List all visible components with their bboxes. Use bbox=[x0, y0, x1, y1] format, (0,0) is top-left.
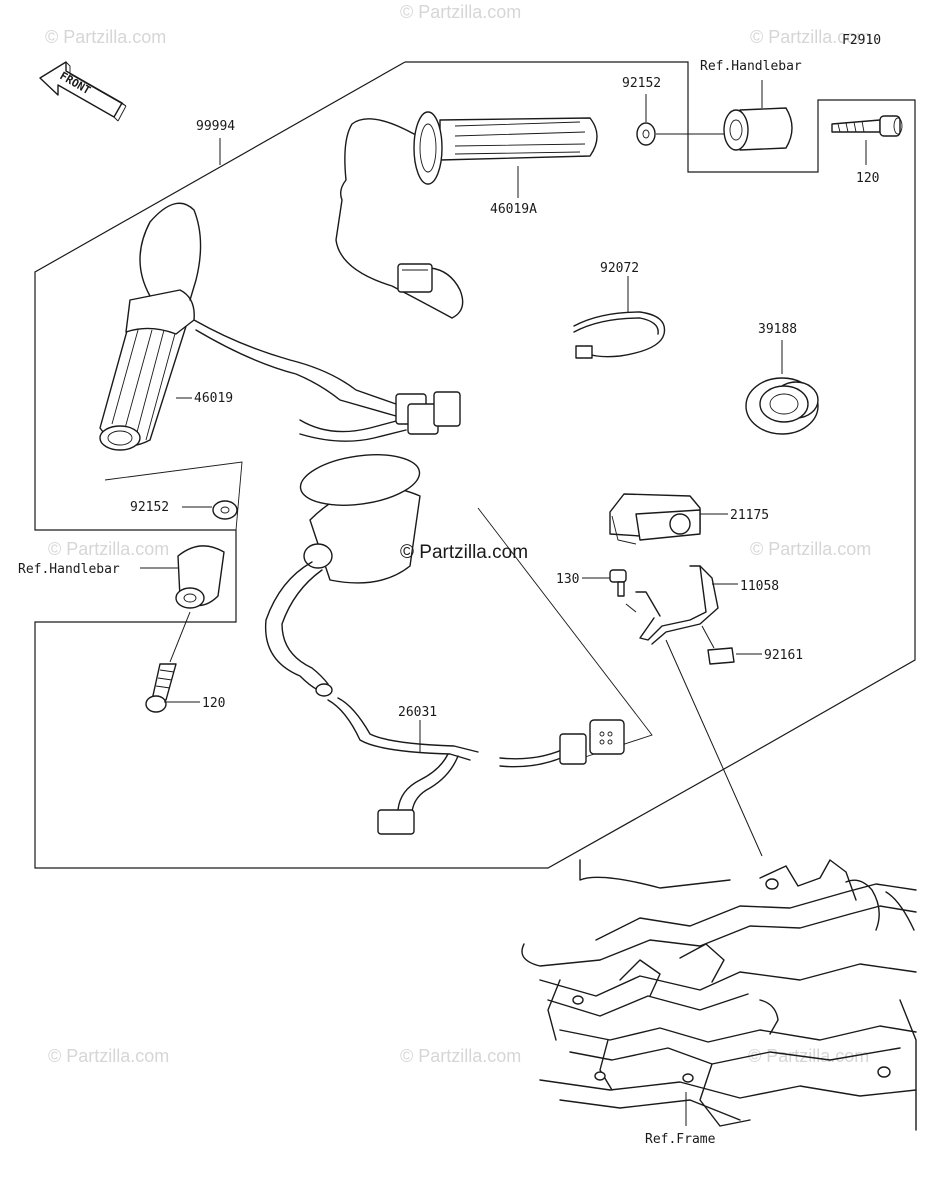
watermark: © Partzilla.com bbox=[45, 27, 166, 47]
label-92161: 92161 bbox=[764, 648, 803, 663]
label-92152-left: 92152 bbox=[130, 500, 169, 515]
handlebar-end-weight-top bbox=[723, 107, 793, 151]
label-120-right: 120 bbox=[856, 171, 879, 186]
label-26031: 26031 bbox=[398, 705, 437, 720]
label-120-left: 120 bbox=[202, 696, 225, 711]
bolt-130 bbox=[609, 569, 627, 597]
washer-92152-left bbox=[212, 500, 238, 520]
ring-39188 bbox=[745, 377, 819, 435]
watermark: © Partzilla.com bbox=[400, 1046, 521, 1066]
label-ref-handlebar-left: Ref.Handlebar bbox=[18, 562, 120, 577]
label-46019A: 46019A bbox=[490, 202, 537, 217]
motorcycle-frame bbox=[521, 859, 917, 1131]
label-130: 130 bbox=[556, 572, 579, 587]
kit-boundary-frame bbox=[34, 61, 916, 869]
watermarks: © Partzilla.com © Partzilla.com © Partzi… bbox=[45, 2, 871, 1066]
watermark: © Partzilla.com bbox=[750, 539, 871, 559]
mount-leader-line bbox=[665, 639, 763, 857]
watermark: © Partzilla.com bbox=[400, 2, 521, 22]
label-21175: 21175 bbox=[730, 508, 769, 523]
figure-code: F2910 bbox=[842, 33, 881, 48]
band-92072 bbox=[573, 311, 666, 359]
front-arrow-icon: FRONT bbox=[39, 61, 127, 122]
controller-21175 bbox=[609, 493, 701, 545]
damper-axis bbox=[701, 625, 715, 649]
watermark: © Partzilla.com bbox=[48, 539, 169, 559]
center-watermark: © Partzilla.com bbox=[400, 542, 528, 563]
watermark: © Partzilla.com bbox=[48, 1046, 169, 1066]
label-46019: 46019 bbox=[194, 391, 233, 406]
bolt-120-right bbox=[831, 115, 903, 137]
washer-92152-top bbox=[636, 122, 656, 146]
label-99994: 99994 bbox=[196, 119, 235, 134]
bolt-120-left bbox=[145, 663, 177, 713]
label-39188: 39188 bbox=[758, 322, 797, 337]
label-11058: 11058 bbox=[740, 579, 779, 594]
label-ref-handlebar-top: Ref.Handlebar bbox=[700, 59, 802, 74]
heated-grip-46019 bbox=[99, 202, 461, 451]
harness-26031 bbox=[264, 454, 625, 835]
heated-grip-46019A bbox=[335, 111, 598, 319]
label-92152-top: 92152 bbox=[622, 76, 661, 91]
bracket-11058 bbox=[635, 565, 719, 645]
watermark: © Partzilla.com bbox=[750, 27, 871, 47]
handlebar-end-weight-left bbox=[175, 545, 225, 609]
label-ref-frame: Ref.Frame bbox=[645, 1132, 716, 1147]
bolt-130-axis bbox=[625, 603, 637, 613]
watermark: © Partzilla.com bbox=[748, 1046, 869, 1066]
damper-92161 bbox=[707, 647, 735, 665]
left-handlebar-frame bbox=[104, 461, 243, 531]
handlebar-left-axis-line bbox=[169, 611, 191, 663]
label-92072: 92072 bbox=[600, 261, 639, 276]
